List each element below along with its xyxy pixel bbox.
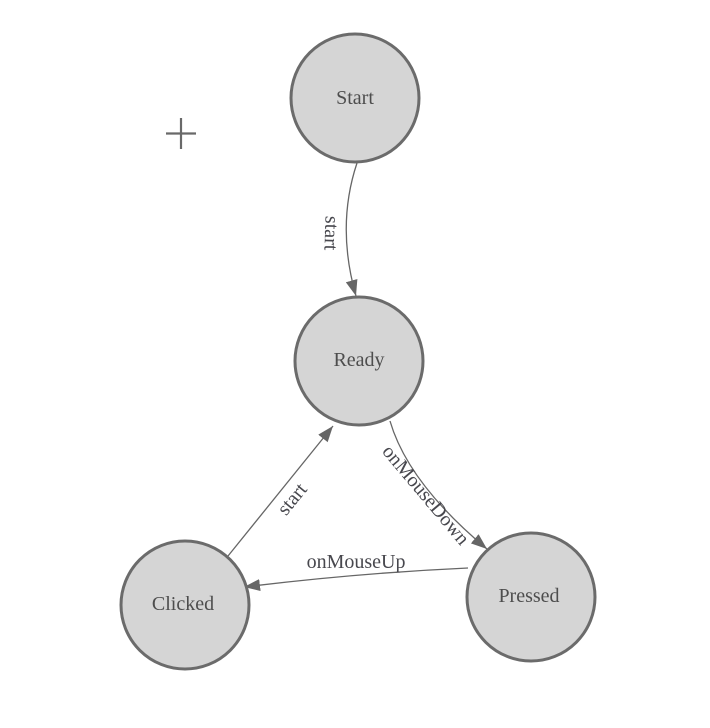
node-start-label: Start xyxy=(336,87,374,109)
node-clicked-shape[interactable] xyxy=(119,539,251,671)
node-pressed-label: Pressed xyxy=(498,585,559,607)
node-ready-label: Ready xyxy=(333,349,384,371)
node-pressed[interactable]: Pressed xyxy=(465,531,597,663)
node-start-shape[interactable] xyxy=(289,32,421,164)
edge-ready-to-pressed[interactable]: onMouseDown xyxy=(378,420,488,550)
node-ready[interactable]: Ready xyxy=(293,295,425,427)
node-pressed-shape[interactable] xyxy=(465,531,597,663)
edge-label-onmousedown: onMouseDown xyxy=(378,441,474,550)
edge-start-to-ready[interactable]: start xyxy=(319,162,358,297)
edge-label-onmouseup: onMouseUp xyxy=(307,551,406,573)
edge-clicked-to-ready[interactable]: start xyxy=(227,425,334,557)
node-clicked[interactable]: Clicked xyxy=(119,539,251,671)
edge-start-to-ready-line[interactable] xyxy=(345,162,358,297)
node-ready-shape[interactable] xyxy=(293,295,425,427)
node-start[interactable]: Start xyxy=(289,32,421,164)
edge-label-start-top: start xyxy=(319,216,342,252)
edge-clicked-to-ready-line[interactable] xyxy=(227,425,334,557)
node-clicked-label: Clicked xyxy=(152,593,214,615)
edge-ready-to-pressed-line[interactable] xyxy=(389,420,488,550)
nodes-layer: Start Ready Clicked Pressed xyxy=(119,32,597,671)
edge-pressed-to-clicked[interactable]: onMouseUp xyxy=(243,551,469,592)
edge-pressed-to-clicked-line[interactable] xyxy=(243,567,469,592)
crosshair-cursor-icon xyxy=(166,118,196,149)
edge-label-start-diagonal: start xyxy=(273,479,312,520)
